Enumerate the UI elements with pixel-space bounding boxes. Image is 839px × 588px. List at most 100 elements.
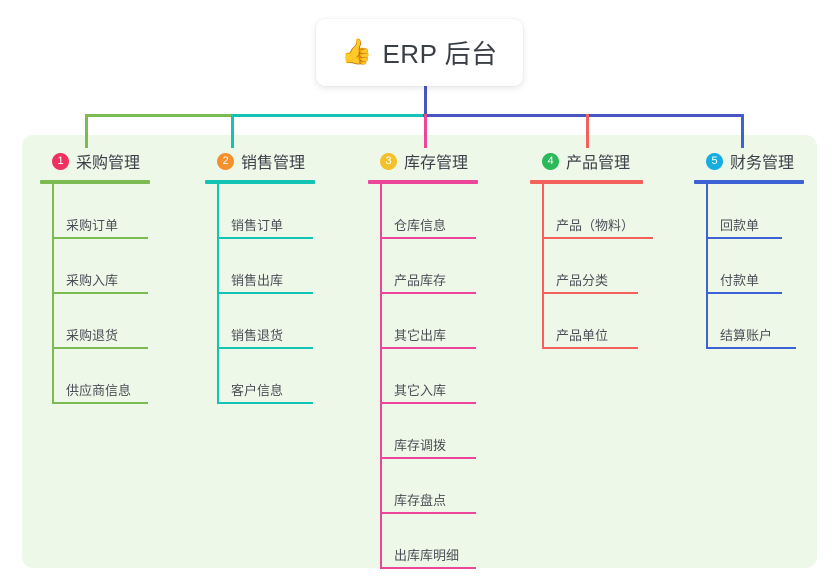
drop-stem-1 bbox=[85, 114, 88, 148]
leaf-label: 采购订单 bbox=[66, 218, 119, 233]
branch-header-3[interactable]: 3 库存管理 bbox=[368, 148, 528, 174]
drop-stem-5 bbox=[741, 114, 744, 148]
list-item[interactable]: 采购入库 bbox=[52, 239, 200, 294]
branch-title-3: 库存管理 bbox=[404, 155, 469, 172]
leaf-label: 其它入库 bbox=[394, 383, 447, 398]
list-item[interactable]: 采购订单 bbox=[52, 184, 200, 239]
leaf-underline bbox=[380, 567, 476, 569]
drop-stem-3 bbox=[424, 114, 427, 148]
list-item[interactable]: 客户信息 bbox=[217, 349, 365, 404]
branch-header-1[interactable]: 1 采购管理 bbox=[40, 148, 200, 174]
branch-badge-4: 4 bbox=[542, 152, 559, 170]
leaf-label: 产品单位 bbox=[556, 328, 609, 343]
list-item[interactable]: 付款单 bbox=[706, 239, 839, 294]
leaf-label: 销售退货 bbox=[231, 328, 284, 343]
branch-badge-1: 1 bbox=[52, 152, 69, 170]
leaf-label: 付款单 bbox=[720, 273, 760, 288]
leaf-underline bbox=[380, 237, 476, 239]
branch-title-2: 销售管理 bbox=[241, 155, 306, 172]
leaf-label: 供应商信息 bbox=[66, 383, 132, 398]
list-item[interactable]: 库存调拨 bbox=[380, 404, 528, 459]
list-item[interactable]: 供应商信息 bbox=[52, 349, 200, 404]
list-item[interactable]: 回款单 bbox=[706, 184, 839, 239]
root-title: ERP 后台 bbox=[382, 39, 498, 69]
leaf-label: 库存调拨 bbox=[394, 438, 447, 453]
branch-column-1: 1 采购管理 采购订单 采购入库 采购退货 供应商信息 bbox=[40, 148, 200, 404]
branch-rule-4 bbox=[530, 180, 643, 184]
branch-header-4[interactable]: 4 产品管理 bbox=[530, 148, 690, 174]
branch-leaves-4: 产品（物料） 产品分类 产品单位 bbox=[530, 184, 690, 349]
branch-rule-2 bbox=[205, 180, 315, 184]
list-item[interactable]: 产品单位 bbox=[542, 294, 690, 349]
leaf-label: 采购退货 bbox=[66, 328, 119, 343]
list-item[interactable]: 采购退货 bbox=[52, 294, 200, 349]
list-item[interactable]: 产品（物料） bbox=[542, 184, 690, 239]
content-panel bbox=[22, 135, 817, 568]
branch-header-5[interactable]: 5 财务管理 bbox=[694, 148, 839, 174]
branch-badge-3: 3 bbox=[380, 152, 397, 170]
branch-column-3: 3 库存管理 仓库信息 产品库存 其它出库 其它入库 库存调拨 bbox=[368, 148, 528, 569]
branch-rule-5 bbox=[694, 180, 804, 184]
branch-column-4: 4 产品管理 产品（物料） 产品分类 产品单位 bbox=[530, 148, 690, 349]
list-item[interactable]: 其它出库 bbox=[380, 294, 528, 349]
branch-header-2[interactable]: 2 销售管理 bbox=[205, 148, 365, 174]
leaf-underline bbox=[380, 402, 476, 404]
bus-segment-green bbox=[85, 114, 233, 117]
leaf-underline bbox=[706, 237, 782, 239]
leaf-label: 客户信息 bbox=[231, 383, 284, 398]
list-item[interactable]: 销售出库 bbox=[217, 239, 365, 294]
list-item[interactable]: 库存盘点 bbox=[380, 459, 528, 514]
leaf-label: 其它出库 bbox=[394, 328, 447, 343]
branch-title-1: 采购管理 bbox=[76, 155, 141, 172]
leaf-underline bbox=[380, 292, 476, 294]
branch-badge-2: 2 bbox=[217, 152, 234, 170]
list-item[interactable]: 销售退货 bbox=[217, 294, 365, 349]
branch-spine-1 bbox=[52, 184, 54, 404]
branch-spine-3 bbox=[380, 184, 382, 569]
list-item[interactable]: 结算账户 bbox=[706, 294, 839, 349]
leaf-label: 采购入库 bbox=[66, 273, 119, 288]
list-item[interactable]: 仓库信息 bbox=[380, 184, 528, 239]
thumbs-up-icon: 👍 bbox=[341, 38, 373, 66]
branch-title-5: 财务管理 bbox=[730, 155, 795, 172]
branch-leaves-2: 销售订单 销售出库 销售退货 客户信息 bbox=[205, 184, 365, 404]
leaf-underline bbox=[52, 347, 148, 349]
root-node[interactable]: 👍 ERP 后台 bbox=[316, 19, 523, 86]
list-item[interactable]: 出库库明细 bbox=[380, 514, 528, 569]
drop-stem-2 bbox=[231, 114, 234, 148]
leaf-underline bbox=[380, 457, 476, 459]
leaf-underline bbox=[380, 347, 476, 349]
leaf-underline bbox=[217, 402, 313, 404]
leaf-underline bbox=[217, 347, 313, 349]
list-item[interactable]: 产品分类 bbox=[542, 239, 690, 294]
leaf-label: 产品分类 bbox=[556, 273, 609, 288]
list-item[interactable]: 其它入库 bbox=[380, 349, 528, 404]
branch-rule-3 bbox=[368, 180, 478, 184]
branch-spine-2 bbox=[217, 184, 219, 404]
branch-leaves-3: 仓库信息 产品库存 其它出库 其它入库 库存调拨 库存盘点 bbox=[368, 184, 528, 569]
leaf-underline bbox=[52, 292, 148, 294]
leaf-label: 产品（物料） bbox=[556, 218, 635, 233]
leaf-underline bbox=[706, 292, 782, 294]
leaf-underline bbox=[706, 347, 796, 349]
leaf-underline bbox=[217, 292, 313, 294]
branch-title-4: 产品管理 bbox=[566, 155, 631, 172]
leaf-label: 库存盘点 bbox=[394, 493, 447, 508]
leaf-label: 出库库明细 bbox=[394, 548, 460, 563]
list-item[interactable]: 销售订单 bbox=[217, 184, 365, 239]
branch-badge-5: 5 bbox=[706, 152, 723, 170]
leaf-label: 销售订单 bbox=[231, 218, 284, 233]
branch-rule-1 bbox=[40, 180, 150, 184]
leaf-underline bbox=[52, 237, 148, 239]
list-item[interactable]: 产品库存 bbox=[380, 239, 528, 294]
leaf-label: 结算账户 bbox=[720, 328, 773, 343]
bus-segment-blue bbox=[423, 114, 743, 117]
leaf-underline bbox=[542, 347, 638, 349]
leaf-label: 回款单 bbox=[720, 218, 760, 233]
branch-column-5: 5 财务管理 回款单 付款单 结算账户 bbox=[694, 148, 839, 349]
leaf-underline bbox=[217, 237, 313, 239]
branch-spine-4 bbox=[542, 184, 544, 349]
bus-segment-teal bbox=[231, 114, 425, 117]
branch-leaves-1: 采购订单 采购入库 采购退货 供应商信息 bbox=[40, 184, 200, 404]
